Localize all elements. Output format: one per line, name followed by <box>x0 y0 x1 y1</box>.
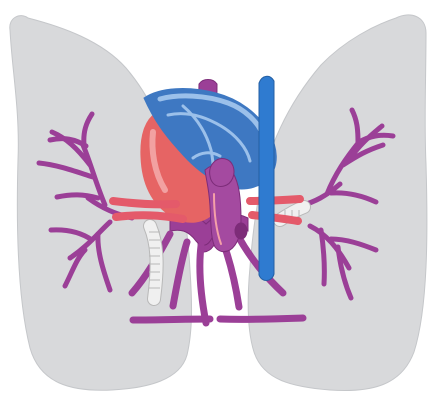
superior-vena-cava <box>259 76 274 280</box>
pulmonary-vessel-left-lower <box>116 215 183 219</box>
aortic-root-ring <box>235 223 247 239</box>
left-bronchus-mid-branch <box>57 195 98 198</box>
bottom-branch-right <box>220 318 303 319</box>
pulmonary-vessel-left-upper <box>113 201 176 204</box>
pulmonary-vessel-right-upper <box>250 199 300 201</box>
lower-bronchial-stem-2 <box>200 246 206 323</box>
bottom-branch-left <box>133 319 210 320</box>
aorta-cross-section <box>210 159 234 187</box>
